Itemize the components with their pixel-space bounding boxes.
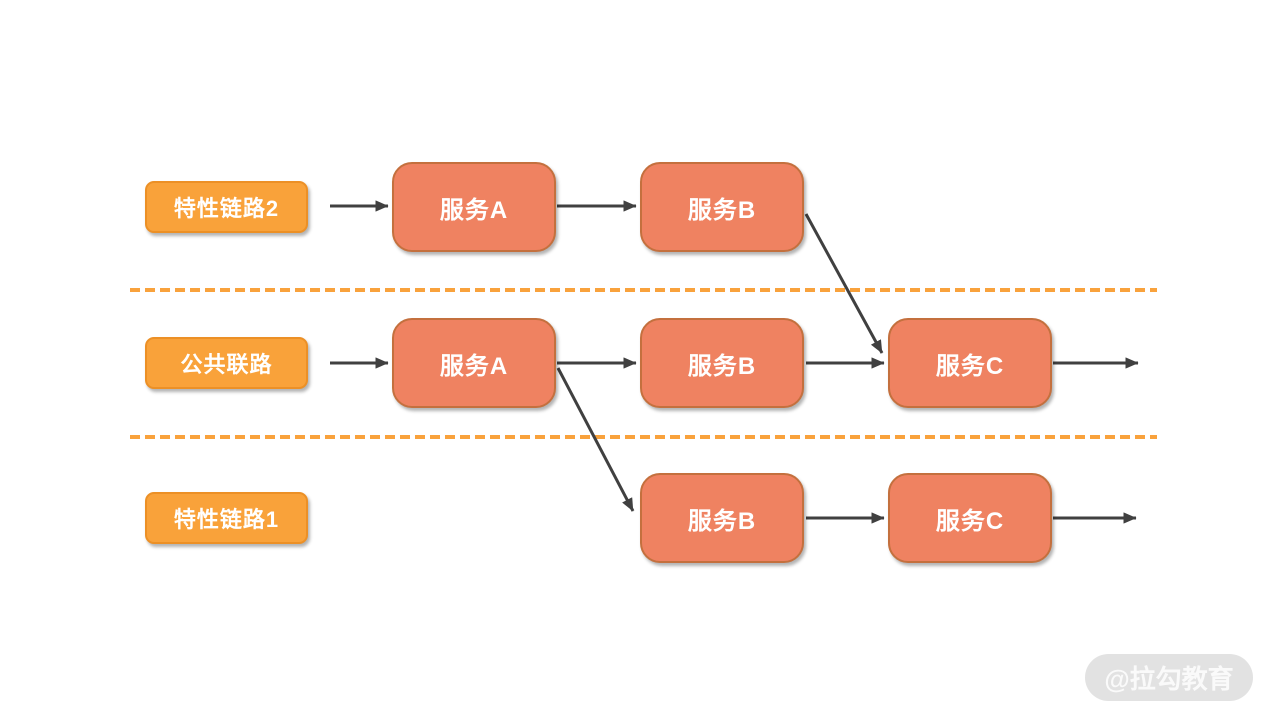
service-node-b-lane2: 服务B bbox=[640, 162, 804, 252]
lane-label-common-chain: 公共联路 bbox=[145, 337, 308, 389]
service-node-c-lane1: 服务C bbox=[888, 473, 1052, 563]
service-node-c-common: 服务C bbox=[888, 318, 1052, 408]
watermark-badge: @拉勾教育 bbox=[1085, 654, 1253, 701]
service-node-a-lane2: 服务A bbox=[392, 162, 556, 252]
service-node-a-common: 服务A bbox=[392, 318, 556, 408]
service-node-b-lane1: 服务B bbox=[640, 473, 804, 563]
arrow-mid-a-to-bot-b bbox=[556, 367, 635, 512]
lane-label-feature-chain-2: 特性链路2 bbox=[145, 181, 308, 233]
service-node-b-common: 服务B bbox=[640, 318, 804, 408]
arrow-top-b-to-mid-c bbox=[804, 213, 884, 354]
lane-label-feature-chain-1: 特性链路1 bbox=[145, 492, 308, 544]
